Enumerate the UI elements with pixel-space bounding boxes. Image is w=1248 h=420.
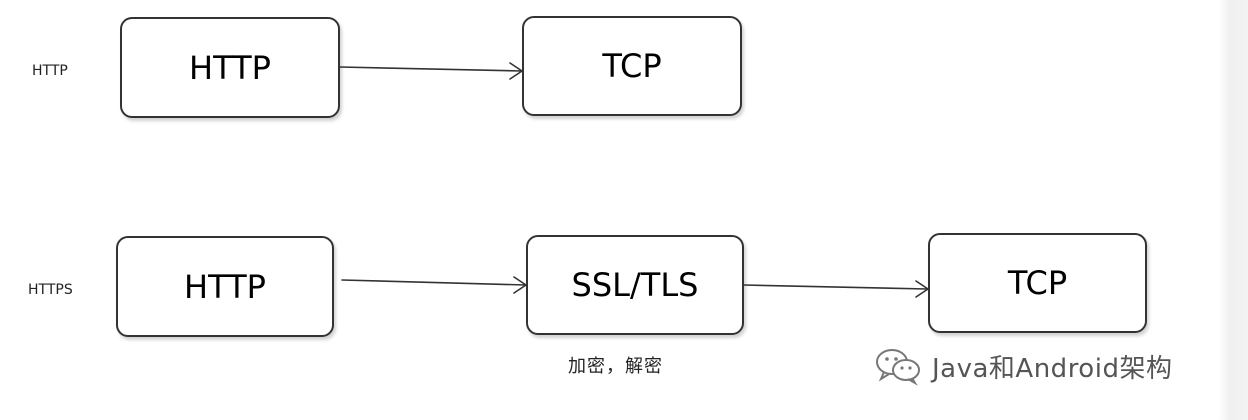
ssl-note: 加密，解密 (568, 356, 663, 377)
https-row-tcp-box: TCP (928, 233, 1147, 333)
wechat-icon (876, 349, 920, 386)
http-row-http-box: HTTP (120, 17, 340, 118)
arrow-https-ssl-to-tcp (743, 280, 929, 298)
watermark-text: Java和Android架构 (932, 353, 1173, 384)
https-row-http-box: HTTP (116, 236, 334, 337)
arrow-http-to-tcp (339, 62, 523, 80)
http-row-tcp-box: TCP (522, 16, 742, 116)
watermark: Java和Android架构 (874, 346, 1172, 386)
https-row-ssl-tls-box: SSL/TLS (526, 235, 744, 335)
https-row-label: HTTPS (28, 282, 73, 298)
right-edge-shade (1218, 0, 1248, 420)
arrow-https-http-to-ssl (341, 276, 527, 294)
http-row-label: HTTP (32, 63, 68, 79)
